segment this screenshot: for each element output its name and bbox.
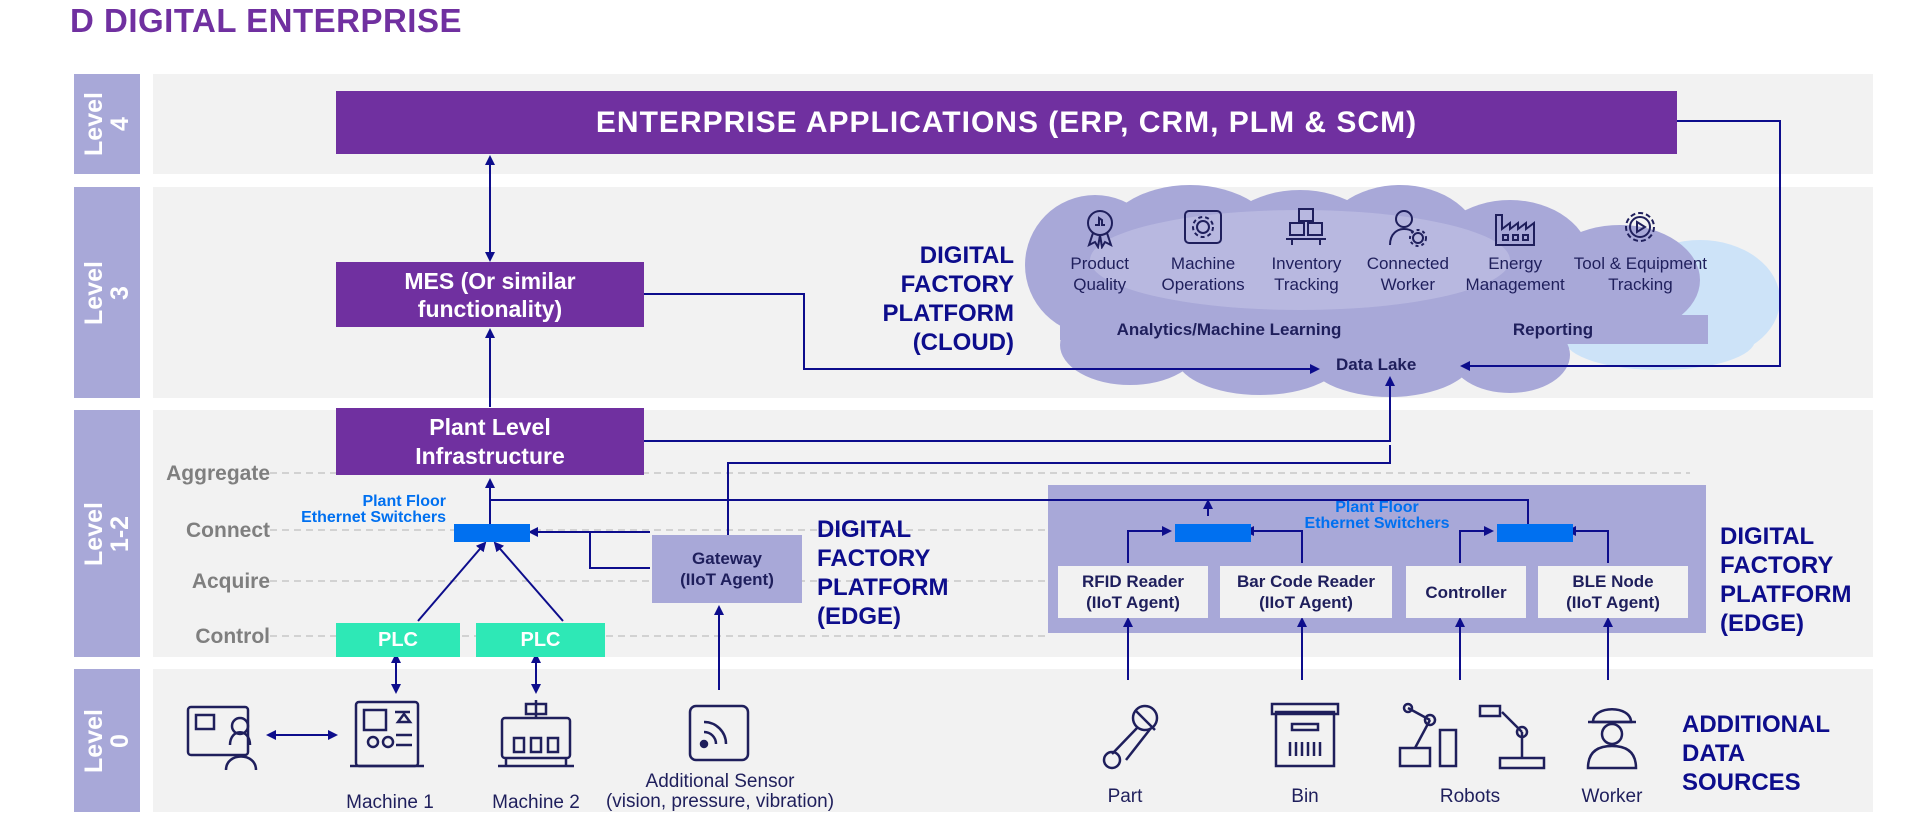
cloud-item-energy-management[interactable]: Energy Management bbox=[1460, 205, 1571, 305]
gateway-box[interactable]: Gateway (IIoT Agent) bbox=[652, 535, 802, 603]
enterprise-applications-box[interactable]: ENTERPRISE APPLICATIONS (ERP, CRM, PLM &… bbox=[336, 91, 1677, 154]
factory-icon bbox=[1495, 214, 1536, 246]
badge-icon bbox=[1086, 210, 1113, 249]
cloud-item-machine-operations[interactable]: Machine Operations bbox=[1149, 205, 1256, 305]
controller-box[interactable]: Controller bbox=[1406, 566, 1526, 618]
mes-box[interactable]: MES (Or similar functionality) bbox=[336, 262, 644, 327]
page-title: D DIGITAL ENTERPRISE bbox=[70, 2, 462, 39]
plc-1[interactable]: PLC bbox=[336, 623, 460, 657]
level-1-2-tab: Level 1-2 bbox=[74, 410, 140, 657]
gear-play-icon bbox=[1625, 212, 1656, 242]
level-0-tab: Level 0 bbox=[74, 669, 140, 812]
level-4-tab: Level 4 bbox=[74, 74, 140, 174]
row-label-aggregate: Aggregate bbox=[166, 462, 270, 485]
sensor-icon bbox=[688, 704, 750, 762]
ethernet-switch-left[interactable] bbox=[454, 524, 530, 542]
additional-data-sources-label: ADDITIONAL DATA SOURCES bbox=[1682, 711, 1830, 796]
bin-icon bbox=[1270, 702, 1340, 768]
worker-icon bbox=[1586, 708, 1638, 770]
dfp-edge-label-right: DIGITAL FACTORY PLATFORM (EDGE) bbox=[1720, 523, 1852, 637]
level-3-tab: Level 3 bbox=[74, 187, 140, 398]
barcode-reader-box[interactable]: Bar Code Reader (IIoT Agent) bbox=[1220, 566, 1392, 618]
operator-screen-icon bbox=[186, 705, 258, 771]
part-icon bbox=[1102, 704, 1159, 770]
machine-1-icon bbox=[350, 700, 424, 768]
ethernet-switch-right-2[interactable] bbox=[1497, 524, 1573, 542]
gear-icon bbox=[1184, 210, 1223, 244]
rfid-reader-box[interactable]: RFID Reader (IIoT Agent) bbox=[1058, 566, 1208, 618]
plc-2[interactable]: PLC bbox=[476, 623, 605, 657]
cloud-item-product-quality[interactable]: Product Quality bbox=[1050, 205, 1149, 305]
caption-part: Part bbox=[1107, 786, 1143, 807]
caption-robots: Robots bbox=[1439, 786, 1501, 807]
data-lake-label[interactable]: Data Lake bbox=[1336, 355, 1417, 374]
plant-level-infrastructure-box[interactable]: Plant Level Infrastructure bbox=[336, 408, 644, 475]
cloud-item-tool-equipment-tracking[interactable]: Tool & Equipment Tracking bbox=[1571, 205, 1710, 305]
caption-worker: Worker bbox=[1581, 786, 1643, 807]
row-label-connect: Connect bbox=[186, 519, 270, 542]
switch-label-left: Plant Floor Ethernet Switchers bbox=[301, 493, 446, 526]
boxes-icon bbox=[1286, 208, 1327, 245]
cloud-item-connected-worker[interactable]: Connected Worker bbox=[1356, 205, 1459, 305]
dfp-edge-label-center: DIGITAL FACTORY PLATFORM (EDGE) bbox=[817, 516, 949, 630]
reporting-bar[interactable]: Reporting bbox=[1398, 315, 1708, 344]
cloud-items: Product Quality Machine Operations Inven… bbox=[1050, 205, 1710, 305]
caption-machine-2: Machine 2 bbox=[492, 792, 580, 813]
caption-bin: Bin bbox=[1291, 786, 1319, 807]
analytics-ml-bar[interactable]: Analytics/Machine Learning bbox=[1064, 315, 1394, 344]
row-label-control: Control bbox=[195, 625, 270, 648]
band-level-0 bbox=[153, 669, 1873, 812]
switch-label-right: Plant Floor Ethernet Switchers bbox=[1304, 499, 1450, 532]
worker-gear-icon bbox=[1388, 210, 1427, 247]
ethernet-switch-right-1[interactable] bbox=[1175, 524, 1251, 542]
dfp-cloud-label: DIGITAL FACTORY PLATFORM (CLOUD) bbox=[882, 242, 1014, 356]
caption-machine-1: Machine 1 bbox=[346, 792, 434, 813]
robot-arm-2-icon bbox=[1478, 704, 1546, 770]
cloud-item-inventory-tracking[interactable]: Inventory Tracking bbox=[1257, 205, 1356, 305]
ble-node-box[interactable]: BLE Node (IIoT Agent) bbox=[1538, 566, 1688, 618]
machine-2-icon bbox=[498, 700, 574, 768]
robot-arm-icon bbox=[1398, 702, 1458, 768]
row-label-acquire: Acquire bbox=[191, 570, 270, 593]
caption-additional-sensor: Additional Sensor (vision, pressure, vib… bbox=[605, 771, 835, 812]
